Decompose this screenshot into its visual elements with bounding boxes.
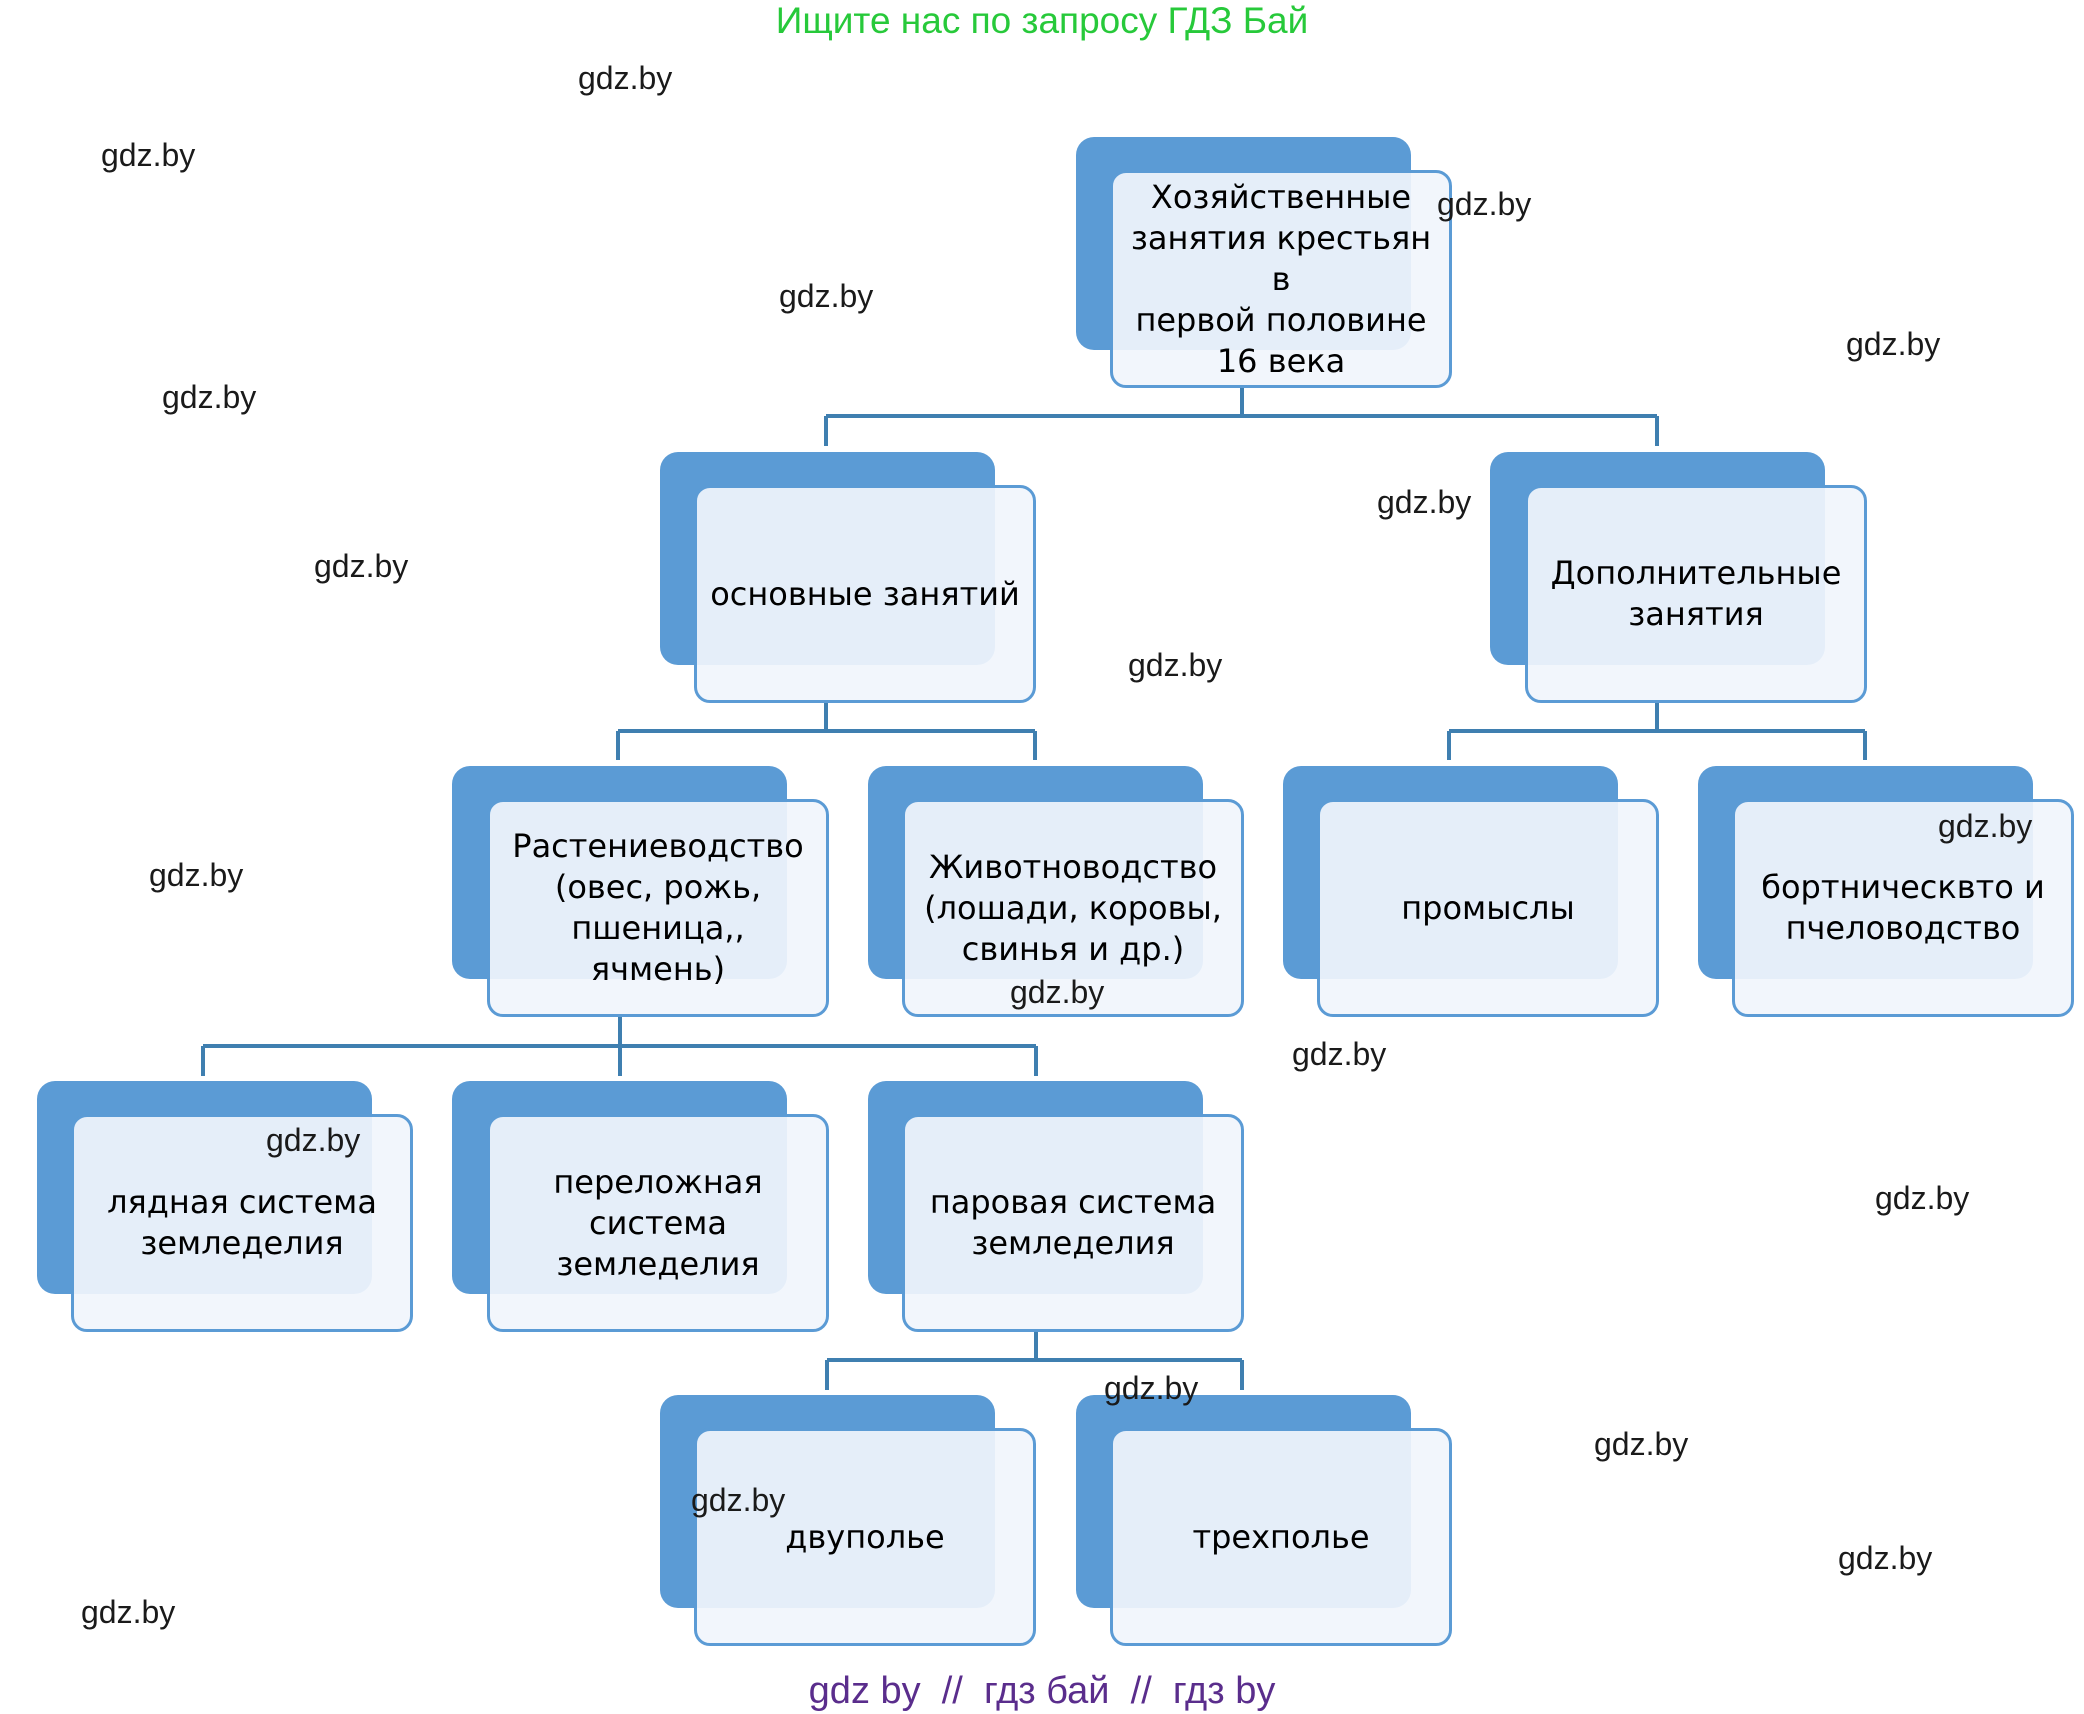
watermark: gdz.by xyxy=(1377,484,1472,520)
node-main-label: основные занятий xyxy=(694,485,1036,703)
node-root-label: Хозяйственные занятия крестьян в первой … xyxy=(1110,170,1452,388)
connector-extra xyxy=(1447,700,1867,760)
watermark: gdz.by xyxy=(101,137,196,173)
watermark: gdz.by xyxy=(1838,1540,1933,1576)
node-livestock-label: Животноводство (лошади, коровы, свинья и… xyxy=(902,799,1244,1017)
watermark: gdz.by xyxy=(81,1594,176,1630)
watermark: gdz.by xyxy=(1104,1370,1199,1406)
connector-steam xyxy=(825,1330,1244,1390)
watermark: gdz.by xyxy=(1437,186,1532,222)
watermark: gdz.by xyxy=(1010,974,1105,1010)
watermark: gdz.by xyxy=(779,278,874,314)
watermark: gdz.by xyxy=(266,1122,361,1158)
bottom-banner: gdz by // гдз бай // гдз by xyxy=(808,1670,1276,1712)
watermark: gdz.by xyxy=(1594,1426,1689,1462)
watermark: gdz.by xyxy=(149,857,244,893)
node-crafts-label: промыслы xyxy=(1317,799,1659,1017)
watermark: gdz.by xyxy=(578,60,673,96)
watermark: gdz.by xyxy=(162,379,257,415)
top-banner: Ищите нас по запросу ГДЗ Бай xyxy=(775,0,1309,41)
watermark: gdz.by xyxy=(1128,647,1223,683)
watermark: gdz.by xyxy=(1292,1036,1387,1072)
connector-crop xyxy=(201,1014,1038,1076)
node-three-field-label: трехполье xyxy=(1110,1428,1452,1646)
connector-main xyxy=(616,700,1037,760)
node-bee-label: бортническвто и пчеловодство xyxy=(1732,799,2074,1017)
node-slash-label: лядная система земледелия xyxy=(71,1114,413,1332)
watermark: gdz.by xyxy=(1846,326,1941,362)
node-steam-label: паровая система земледелия xyxy=(902,1114,1244,1332)
watermark: gdz.by xyxy=(1938,808,2033,844)
node-extra-label: Дополнительные занятия xyxy=(1525,485,1867,703)
watermark: gdz.by xyxy=(691,1482,786,1518)
watermark: gdz.by xyxy=(1875,1180,1970,1216)
connector-root xyxy=(824,386,1659,446)
node-crop-label: Растениеводство (овес, рожь, пшеница,, я… xyxy=(487,799,829,1017)
node-fallow-label: переложная система земледелия xyxy=(487,1114,829,1332)
watermark: gdz.by xyxy=(314,548,409,584)
node-two-field-label: двуполье xyxy=(694,1428,1036,1646)
